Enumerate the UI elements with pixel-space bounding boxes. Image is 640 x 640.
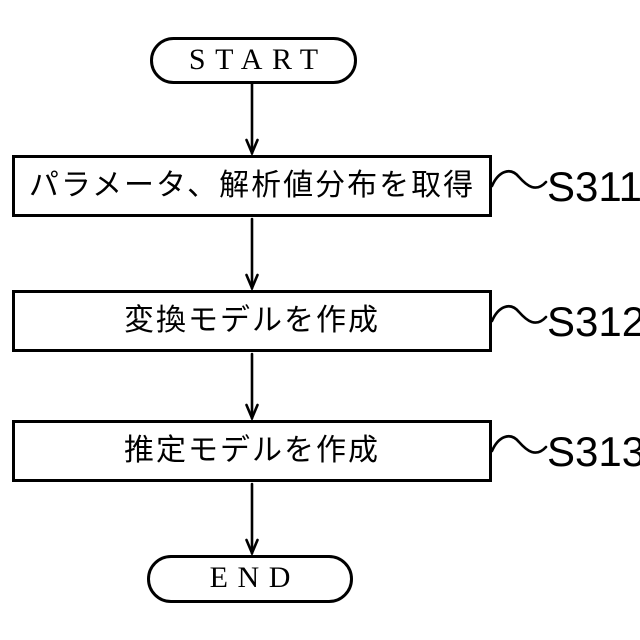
start-label: START xyxy=(188,42,328,76)
step-text-s313: 推定モデルを作成 xyxy=(124,434,380,467)
step-box-s311: パラメータ、解析値分布を取得 xyxy=(12,155,492,217)
step-ref-s313: S313 xyxy=(547,428,640,475)
squiggle-connector-s311 xyxy=(490,170,548,189)
step-box-s312: 変換モデルを作成 xyxy=(12,290,492,352)
step-text-s311: パラメータ、解析値分布を取得 xyxy=(28,169,476,202)
flow-arrow-start-to-s311 xyxy=(245,82,259,157)
step-text-s312: 変換モデルを作成 xyxy=(124,304,380,337)
step-ref-s311: S311 xyxy=(547,163,640,210)
end-terminal: END xyxy=(147,555,353,603)
step-ref-s312: S312 xyxy=(547,298,640,345)
flow-arrow-s313-to-end xyxy=(245,482,259,557)
flow-arrow-s312-to-s313 xyxy=(245,352,259,422)
step-box-s313: 推定モデルを作成 xyxy=(12,420,492,482)
squiggle-connector-s312 xyxy=(490,305,548,324)
squiggle-connector-s313 xyxy=(490,435,548,454)
start-terminal: START xyxy=(150,37,357,84)
flow-arrow-s311-to-s312 xyxy=(245,217,259,292)
end-label: END xyxy=(209,561,301,594)
